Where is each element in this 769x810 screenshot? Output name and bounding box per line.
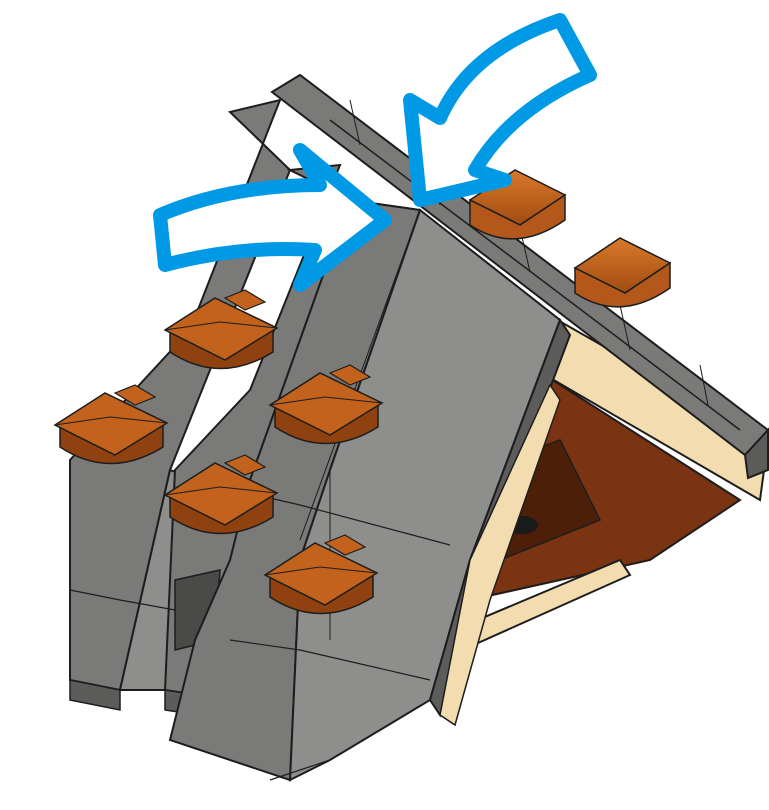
push-arrow-right xyxy=(410,20,590,200)
roof-shingle-piece xyxy=(165,290,277,369)
roof-shingle-piece xyxy=(55,385,167,464)
